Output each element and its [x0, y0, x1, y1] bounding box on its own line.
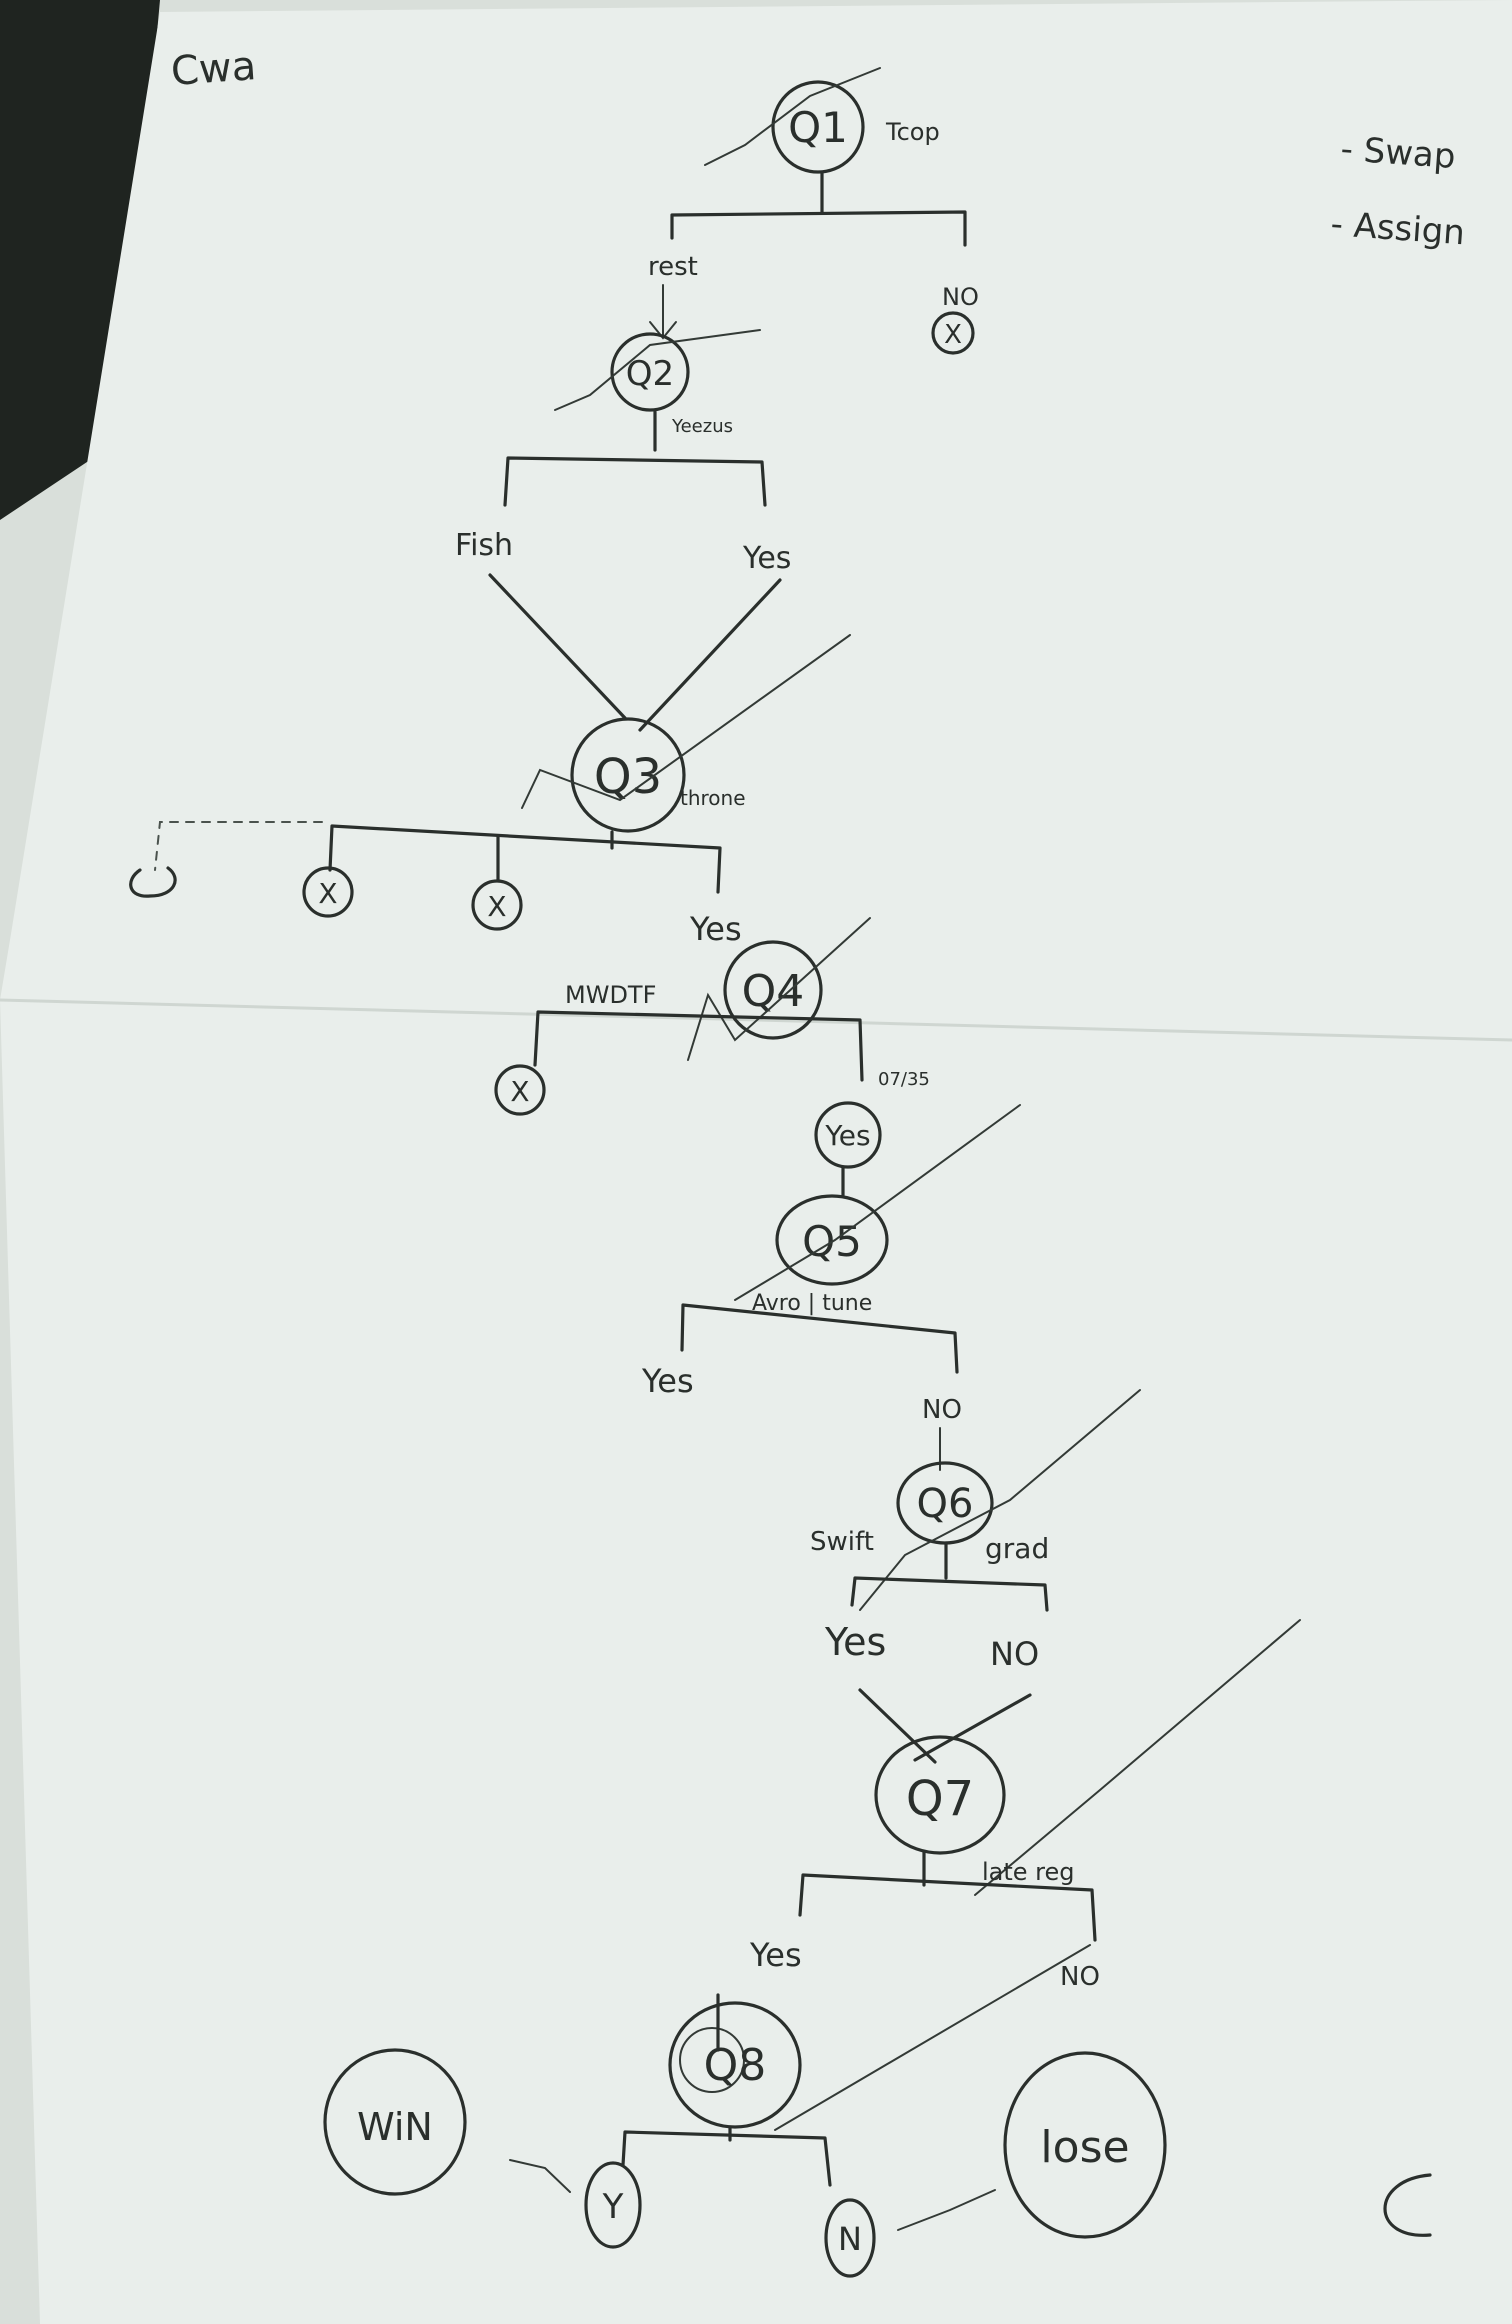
- q6-node: Q6 Swift grad: [810, 1389, 1141, 1611]
- q2-note: Yeezus: [671, 416, 733, 437]
- branch-no-label: NO: [942, 283, 979, 311]
- corner-note: Cwa: [169, 43, 257, 95]
- q7-label: Q7: [906, 1771, 974, 1827]
- q1-branch-bar: [670, 210, 967, 247]
- yes-to-q3-line: [638, 578, 782, 732]
- q7-note: late reg: [982, 1858, 1075, 1886]
- q1-label: Q1: [788, 103, 848, 152]
- branch-fish-label: Fish: [455, 528, 513, 563]
- q3-note: throne: [680, 786, 746, 810]
- yes-circle: [814, 1101, 882, 1169]
- fish-to-q3-line: [488, 573, 627, 720]
- q8-scribble: [679, 2027, 745, 2093]
- q7-node: Q7 late reg: [874, 1619, 1301, 1896]
- branch-rest-label: rest: [648, 252, 698, 282]
- branch-yes-label-q2: Yes: [742, 541, 791, 576]
- x-circle-4: [494, 1064, 546, 1116]
- edge-scribble: [1383, 2173, 1432, 2237]
- branch-yes-label-q5: Yes: [641, 1362, 694, 1400]
- q3-node: Q3 throne: [521, 634, 851, 833]
- x-circle-2: [302, 866, 354, 918]
- no-to-q7-line: [913, 1693, 1032, 1762]
- q2-node: Q2 Yeezus: [554, 329, 761, 437]
- branch-grad-label: grad: [985, 1532, 1049, 1565]
- q5-check-mark: [734, 1104, 1021, 1301]
- q7-circle: [874, 1735, 1006, 1855]
- q5-branch-bar: [680, 1303, 959, 1374]
- x-mark-4: X: [510, 1075, 529, 1108]
- q4-branch-bar: [533, 1010, 864, 1082]
- x-mark-1: X: [944, 320, 962, 350]
- q6-label: Q6: [917, 1481, 974, 1527]
- rest-arrow-head: [649, 321, 677, 340]
- q4-label: Q4: [742, 966, 805, 1017]
- x-mark-3: X: [487, 890, 506, 923]
- branch-no-label-q7: NO: [1060, 1962, 1100, 1992]
- branch-mwdtf-label: MWDTF: [565, 981, 656, 1009]
- branch-no-label-q6: NO: [990, 1635, 1039, 1673]
- q2-circle: [610, 332, 690, 412]
- no-long-line: [774, 1944, 1091, 2131]
- dashed-branch-cloud: [129, 866, 177, 898]
- win-label: WiN: [357, 2105, 433, 2149]
- q1-check-mark: [704, 67, 881, 166]
- q3-branch-bar: [328, 824, 722, 894]
- q6-check-mark: [859, 1389, 1141, 1611]
- q5-circle: [775, 1194, 889, 1286]
- q7-branch-bar: [798, 1873, 1097, 1942]
- x-circle-1: [931, 311, 975, 355]
- q4-circle: [723, 940, 823, 1040]
- q5-note: Avro | tune: [752, 1291, 872, 1316]
- q2-branch-bar: [503, 456, 767, 507]
- q3-check-mark: [521, 634, 851, 809]
- q5-node: Q5 Avro | tune: [734, 1104, 1021, 1316]
- q2-label: Q2: [626, 354, 674, 394]
- side-note-swap: - Swap: [1339, 129, 1456, 177]
- q1-node: Q1 Tcop: [704, 67, 940, 174]
- q2-check-mark: [554, 329, 761, 411]
- q1-circle: [771, 80, 865, 174]
- q4-note: 07/35: [878, 1069, 930, 1090]
- q3-circle: [570, 717, 686, 833]
- branch-yes-label-q6: Yes: [824, 1620, 886, 1664]
- dashed-extra-branch: [154, 821, 323, 871]
- branch-no-label-q5: NO: [922, 1395, 962, 1425]
- branch-yes-label-q3: Yes: [689, 910, 742, 948]
- x-circle-3: [471, 879, 523, 931]
- q8-branch-bar: [621, 2130, 832, 2187]
- yes-to-q7-line: [858, 1688, 937, 1764]
- lose-connector: [897, 2189, 996, 2231]
- yes-circle-label: Yes: [824, 1119, 870, 1152]
- lose-circle: [1003, 2051, 1167, 2239]
- n-label: N: [838, 2220, 862, 2258]
- x-mark-2: X: [318, 877, 337, 910]
- y-circle: [584, 2161, 642, 2249]
- q7-check-mark: [974, 1619, 1301, 1896]
- win-circle: [323, 2048, 467, 2196]
- y-label: Y: [602, 2187, 624, 2227]
- lose-label: lose: [1040, 2122, 1129, 2173]
- side-note-assign: - Assign: [1329, 204, 1466, 253]
- n-circle: [824, 2198, 876, 2278]
- q6-branch-bar: [850, 1576, 1049, 1612]
- q8-circle: [668, 2001, 802, 2129]
- q4-node: Q4 MWDTF: [565, 917, 871, 1061]
- branch-yes-label-q7: Yes: [749, 1936, 802, 1974]
- q8-node: Q8: [668, 1993, 802, 2129]
- win-connector: [509, 2159, 571, 2193]
- q1-note: Tcop: [885, 118, 940, 146]
- branch-swift-label: Swift: [810, 1527, 874, 1557]
- q8-label: Q8: [704, 2040, 767, 2091]
